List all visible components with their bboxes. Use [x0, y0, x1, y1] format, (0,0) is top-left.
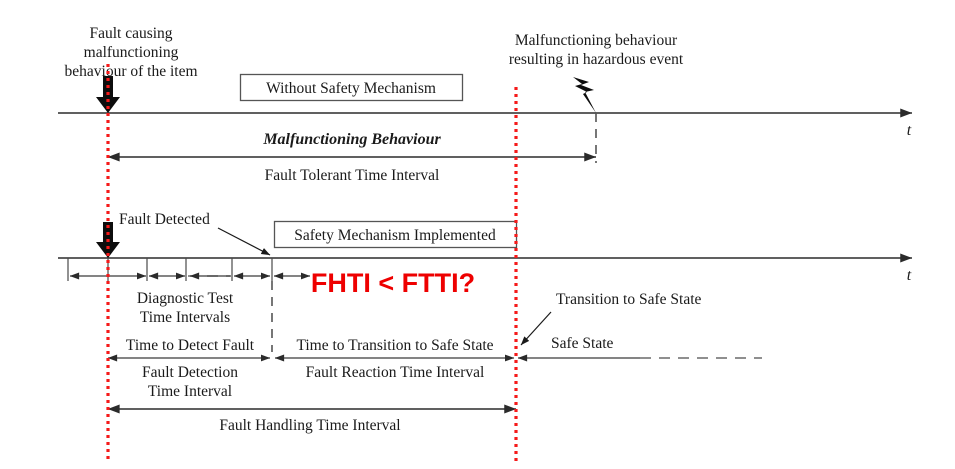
fault-cause-label-line3: behaviour of the item	[65, 63, 198, 80]
fault-reaction-interval-label: Fault Reaction Time Interval	[306, 364, 485, 381]
without-safety-mechanism-box	[239, 73, 464, 102]
hazard-label-line1: Malfunctioning behaviour	[515, 32, 678, 49]
transition-to-safe-state-label: Transition to Safe State	[556, 291, 702, 308]
diagnostic-test-label-line1: Diagnostic Test	[137, 290, 234, 307]
safety-mechanism-implemented-box	[273, 220, 518, 249]
fault-detection-interval-line1: Fault Detection	[142, 364, 238, 381]
diagnostic-test-label-line2: Time Intervals	[140, 309, 230, 326]
without-safety-mechanism-label: Without Safety Mechanism	[266, 80, 436, 97]
ftti-label: Fault Tolerant Time Interval	[265, 167, 440, 184]
fault-cause-label-line2: malfunctioning	[84, 44, 179, 61]
transition-to-safe-state-leader-line	[520, 311, 552, 346]
fault-cause-label-line1: Fault causing	[89, 25, 172, 42]
safety-mechanism-implemented-label: Safety Mechanism Implemented	[294, 227, 496, 244]
hazard-label-line2: resulting in hazardous event	[509, 51, 684, 68]
diagnostic-tick-marks	[67, 258, 273, 281]
fault-detected-label: Fault Detected	[119, 211, 210, 228]
fault-detection-interval-line2: Time Interval	[148, 383, 232, 400]
fhti-ftti-question: FHTI < FTTI?	[311, 268, 475, 298]
malfunctioning-behaviour-title: Malfunctioning Behaviour	[262, 131, 441, 148]
time-to-transition-label: Time to Transition to Safe State	[296, 337, 493, 354]
hazardous-event-bolt-icon	[573, 77, 596, 113]
bottom-axis-t-label: t	[907, 267, 912, 284]
time-to-detect-fault-label: Time to Detect Fault	[126, 337, 255, 354]
top-axis-t-label: t	[907, 122, 912, 139]
fault-detected-leader-line	[217, 227, 271, 256]
safe-state-label: Safe State	[551, 335, 614, 352]
fault-handling-interval-label: Fault Handling Time Interval	[219, 417, 400, 434]
